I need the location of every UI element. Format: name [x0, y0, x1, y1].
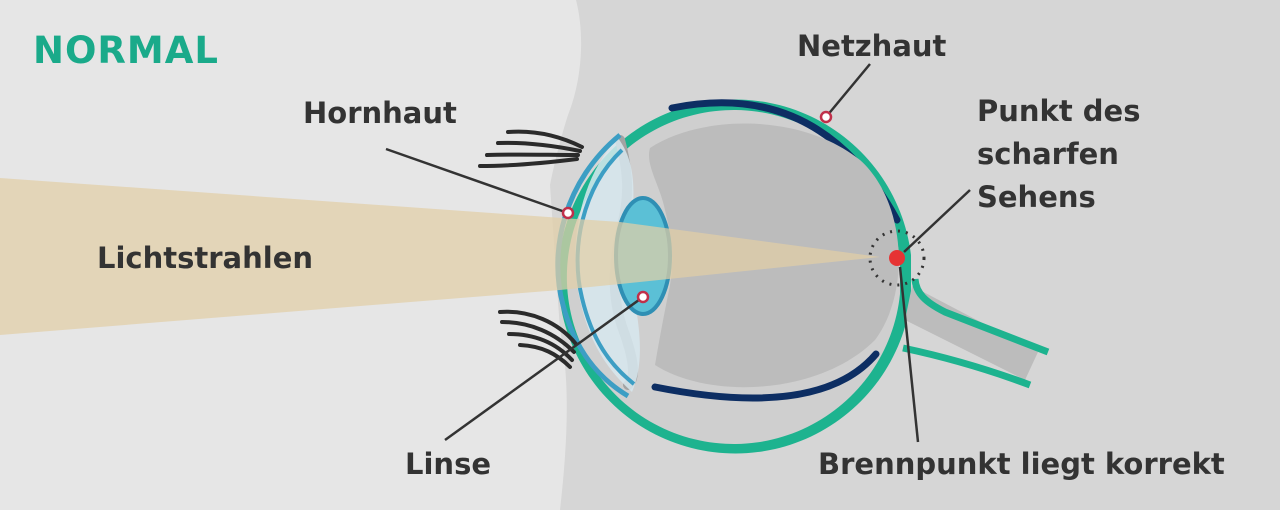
label-lens: Linse [405, 447, 491, 481]
optic-nerve-top [911, 278, 1050, 356]
leader-anchors [561, 110, 833, 304]
leader-lines [385, 63, 971, 443]
light-rays-beam [0, 178, 880, 335]
label-light-rays: Lichtstrahlen [97, 241, 314, 275]
page-title: NORMAL [33, 29, 219, 72]
label-focal-point: Brennpunkt liegt korrekt [818, 447, 1225, 481]
focus-dot-icon [889, 250, 905, 266]
label-focus-point-line-2: scharfen [977, 137, 1119, 171]
cornea-inner [575, 148, 636, 386]
leader-linse [444, 295, 644, 442]
anchor-hornhaut [561, 206, 575, 220]
anchor-linse [636, 290, 650, 304]
label-focus-point-line-1: Punkt des [977, 94, 1141, 128]
retina-lower [651, 350, 880, 402]
eyelash-icon [478, 129, 584, 168]
optic-nerve-bottom [902, 344, 1032, 389]
leader-punkt [903, 189, 971, 253]
anchor-netzhaut [819, 110, 833, 124]
focus-area-ring [868, 229, 926, 287]
cornea-outer [555, 133, 630, 399]
label-focus-point: Punkt des scharfen Sehens [977, 90, 1140, 219]
leader-brenn [898, 266, 920, 443]
label-focus-point-line-3: Sehens [977, 180, 1096, 214]
leader-netzhaut [825, 63, 871, 118]
label-cornea: Hornhaut [303, 96, 457, 130]
leader-hornhaut [385, 147, 569, 215]
eyelash-lower-icon [498, 309, 578, 369]
label-retina: Netzhaut [797, 29, 947, 63]
